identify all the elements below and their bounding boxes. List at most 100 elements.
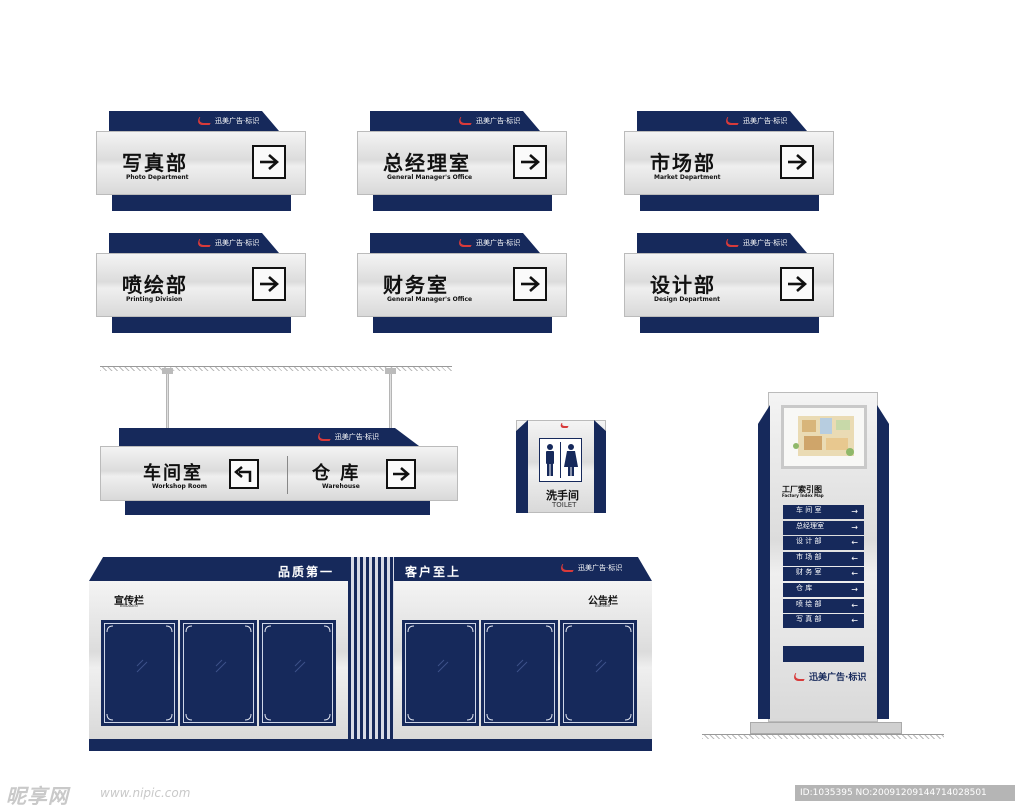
brand-logo-icon [194, 117, 215, 125]
restroom-icon [539, 438, 582, 482]
toilet-sign-subtitle: TOILET [552, 501, 577, 509]
brand-logo-icon [558, 423, 571, 428]
index-map-subtitle: Factory Index Map [782, 493, 824, 498]
index-map-row-label: 写 真 部 [796, 615, 822, 624]
billboard-right-label-en: Bulletin [595, 603, 611, 608]
door-sign-subtitle: General Manager's Office [387, 174, 473, 181]
index-map-row: 喷 绘 部 ← [783, 598, 864, 613]
door-sign-bottom-band [373, 195, 552, 211]
arrow-left-icon: ← [851, 553, 858, 563]
door-sign-top-band: 迅美广告·标识 [370, 233, 540, 253]
floor-plan-map [781, 405, 867, 469]
hanging-sign-bottom-band [125, 501, 430, 515]
brand-logo-icon [455, 239, 476, 247]
door-sign-title: 喷绘部 [122, 273, 188, 297]
brand-name: 迅美广告·标识 [743, 239, 788, 247]
brand-name: 迅美广告·标识 [578, 564, 623, 572]
billboard-slogan-right: 客户至上 [405, 565, 462, 579]
arrow-left-icon: ← [851, 616, 858, 626]
billboard-frame [560, 620, 637, 726]
billboard-frame [101, 620, 178, 726]
index-map-row-label: 财 务 室 [796, 568, 822, 577]
watermark-id: ID:1035395 NO:20091209144714028501 [795, 785, 1015, 801]
totem-left-fin [758, 405, 770, 719]
arrow-right-icon: → [851, 507, 858, 516]
door-sign-title: 设计部 [650, 273, 716, 297]
index-map-row-label: 设 计 部 [796, 537, 822, 546]
brand-logo-icon [194, 239, 215, 247]
arrow-left-icon: ← [851, 538, 858, 548]
arrow-left-icon: ← [851, 600, 858, 610]
door-sign-top-band: 迅美广告·标识 [370, 111, 540, 131]
door-sign-top-band: 迅美广告·标识 [109, 111, 279, 131]
brand-name: 迅美广告·标识 [334, 433, 379, 441]
billboard-center-pillar [348, 557, 394, 749]
watermark-logo: 昵享网 [6, 784, 69, 808]
brand-name: 迅美广告·标识 [809, 673, 867, 683]
door-sign-title: 财务室 [383, 273, 449, 297]
brand-name: 迅美广告·标识 [476, 239, 521, 247]
index-map-row: 财 务 室 ← [783, 567, 864, 582]
billboard-frame [180, 620, 257, 726]
toilet-sign-right-band [594, 420, 606, 513]
hanging-sign-right-title: 仓 库 [312, 463, 361, 484]
door-sign-top-band: 迅美广告·标识 [637, 233, 807, 253]
index-map-row-label: 市 场 部 [796, 552, 822, 561]
arrow-right-icon [513, 145, 547, 179]
brand-logo-icon [314, 433, 335, 441]
arrow-right-icon [386, 459, 416, 489]
billboard-frame [481, 620, 558, 726]
door-sign-title: 写真部 [122, 151, 188, 175]
billboard-right-label: 公告栏 [588, 596, 618, 607]
door-sign-subtitle: Printing Division [126, 296, 183, 303]
index-map-row: 设 计 部 ← [783, 536, 864, 551]
door-sign-subtitle: General Manager's Office [387, 296, 473, 303]
brand-logo-icon [790, 672, 809, 681]
arrow-right-icon [780, 145, 814, 179]
arrow-right-icon [252, 267, 286, 301]
hanging-sign-top-band: 迅美广告·标识 [119, 428, 419, 446]
index-map-row-label: 喷 绘 部 [796, 599, 822, 608]
index-map-row: 车 间 室 → [783, 505, 864, 519]
arrow-left-turn-icon [229, 459, 259, 489]
hanging-rod-cap-left [162, 368, 173, 374]
hanging-rod-left [166, 370, 169, 448]
hanging-sign-left-title: 车间室 [143, 463, 203, 484]
brand-logo-icon [557, 564, 578, 572]
index-map-row-label: 仓 库 [796, 584, 813, 592]
toilet-sign-title: 洗手间 [546, 489, 579, 502]
door-sign-bottom-band [112, 317, 291, 333]
totem-floor-line [702, 734, 944, 739]
index-map-row-label: 总经理室 [796, 521, 824, 530]
billboard-left-label-en: Billboard [120, 603, 138, 608]
brand-logo-icon [722, 239, 743, 247]
door-sign-title: 总经理室 [383, 151, 471, 175]
billboard-slogan-left: 品质第一 [278, 565, 335, 579]
door-sign-top-band: 迅美广告·标识 [637, 111, 807, 131]
index-map-row: 总经理室 → [783, 520, 864, 535]
brand-name: 迅美广告·标识 [476, 117, 521, 125]
index-map-row: 市 场 部 ← [783, 551, 864, 566]
hanging-sign-left-subtitle: Workshop Room [152, 483, 207, 490]
hanging-rod-cap-right [385, 368, 396, 374]
door-sign-bottom-band [373, 317, 552, 333]
totem-base [750, 722, 902, 734]
door-sign-body [357, 131, 567, 195]
ceiling-line [100, 366, 452, 371]
door-sign-top-band: 迅美广告·标识 [109, 233, 279, 253]
billboard-left-label: 宣传栏 [114, 596, 144, 607]
brand-name: 迅美广告·标识 [215, 239, 260, 247]
arrow-left-icon: ← [851, 569, 858, 579]
toilet-sign-left-band [516, 420, 528, 513]
index-map-title: 工厂索引图 [782, 484, 822, 494]
arrow-right-icon [513, 267, 547, 301]
billboard-base [89, 739, 652, 751]
hanging-sign-right-subtitle: Warehouse [322, 483, 360, 490]
arrow-right-icon [252, 145, 286, 179]
totem-right-fin [877, 405, 889, 719]
door-sign-subtitle: Market Department [654, 174, 721, 181]
arrow-right-icon: → [851, 522, 858, 532]
index-map-blank-row [783, 646, 864, 662]
brand-logo-icon [722, 117, 743, 125]
hanging-rod-right [389, 370, 392, 448]
